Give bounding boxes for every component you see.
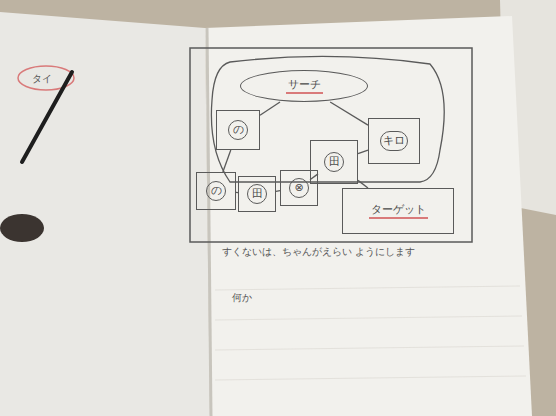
icon-symbol: ⊗ (289, 178, 309, 198)
icon-box: 田 (238, 176, 276, 212)
icon-box: ターゲット (342, 188, 454, 234)
pen (22, 72, 72, 162)
handwritten-note: 何か (232, 290, 292, 305)
handwritten-note: タイ (32, 71, 72, 86)
connector-line (260, 102, 280, 115)
connector-line (358, 150, 368, 154)
node-title: ターゲット (369, 203, 428, 218)
connector-line (358, 180, 368, 188)
connector-line (310, 174, 318, 180)
icon-box: の (196, 172, 236, 210)
left-page (0, 12, 210, 416)
finger (0, 214, 44, 242)
right-page (205, 16, 532, 416)
icon-symbol: キロ (380, 131, 408, 151)
connector-line (223, 150, 231, 172)
node-title: サーチ (286, 78, 323, 93)
icon-symbol: の (228, 120, 248, 140)
search-oval: サーチ (240, 70, 368, 102)
icon-symbol: 田 (324, 152, 344, 172)
icon-box: キロ (368, 118, 420, 164)
icon-box: の (216, 110, 260, 150)
icon-symbol: 田 (247, 184, 267, 204)
icon-symbol: の (206, 181, 226, 201)
icon-box: ⊗ (280, 170, 318, 206)
handwritten-note: すくないは、ちゃんがえらい ようにします (222, 244, 452, 259)
connector-line (330, 102, 368, 125)
enclosure (211, 56, 444, 182)
spine (207, 28, 211, 416)
ruled-lines (215, 286, 526, 380)
frame (190, 48, 472, 242)
